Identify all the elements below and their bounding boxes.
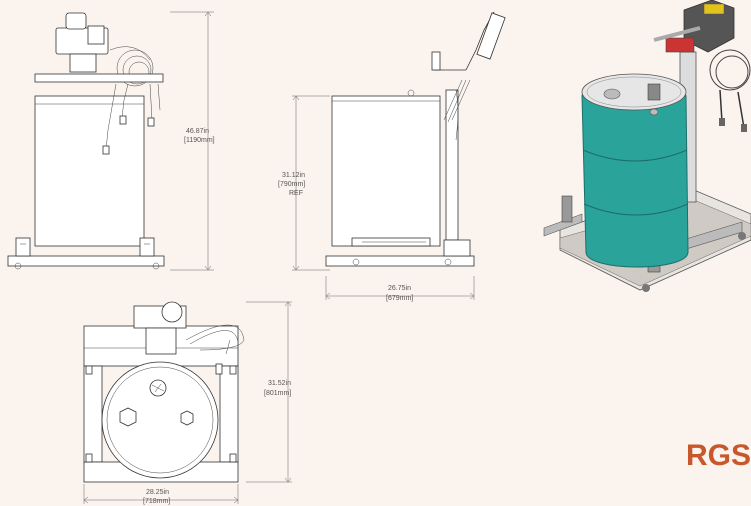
top-view-drawing — [83, 301, 292, 504]
barrel-mm-label: [790mm] — [278, 181, 305, 188]
height-in-label: 46.87in — [186, 128, 209, 135]
side-width-in-label: 26.75in — [388, 285, 411, 292]
isometric-view-drawing — [543, 0, 751, 292]
barrel-ref-label: REF — [289, 190, 303, 197]
barrel-in-label: 31.12in — [282, 172, 305, 179]
top-depth-mm-label: [801mm] — [264, 390, 291, 397]
top-width-mm-label: [718mm] — [143, 498, 170, 505]
side-view-drawing — [292, 11, 506, 300]
top-width-in-label: 28.25in — [146, 489, 169, 496]
side-width-mm-label: [679mm] — [386, 295, 413, 302]
top-depth-in-label: 31.52in — [268, 380, 291, 387]
brand-logo-text: RGS — [686, 439, 751, 472]
height-mm-label: [1190mm] — [184, 137, 215, 144]
front-view-drawing — [7, 11, 214, 271]
